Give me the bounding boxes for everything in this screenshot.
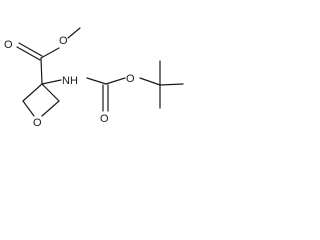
oxetane-ring <box>22 83 60 117</box>
bond-tbutyl-methyl-right <box>159 83 184 86</box>
atom-label-amine-nh: NH <box>62 75 78 87</box>
atom-label-carbamate-carbonyl-o: O <box>100 113 109 125</box>
atom-label-ester-ether-o: O <box>59 35 68 47</box>
bond-ring-c4-c3 <box>22 83 43 102</box>
bond-carbonyl-c-to-ether-o <box>105 77 126 85</box>
bond-carbonyl-o-double-a <box>16 46 41 61</box>
chemical-structure: O O NH O O O <box>4 27 184 129</box>
bond-carbonyl-o-double-b <box>18 42 43 57</box>
atom-label-oxetane-o: O <box>33 117 42 129</box>
methyl-ester-group <box>16 27 81 85</box>
atom-label-ester-carbonyl-o: O <box>4 39 13 51</box>
bond-ether-o-to-methyl <box>67 27 81 39</box>
bond-ether-o-to-tbutyl-c <box>139 77 161 86</box>
bond-quaternary-c-to-n <box>41 79 62 85</box>
structure-canvas: O O NH O O O <box>0 0 220 160</box>
bond-ring-c3-c2 <box>41 83 60 102</box>
atom-label-carbamate-ether-o: O <box>126 73 135 85</box>
bond-n-to-carbonyl-c <box>86 77 107 85</box>
bond-ester-to-ether-o <box>40 47 60 59</box>
bond-ring-c2-o <box>41 100 60 117</box>
boc-carbamate-group <box>41 60 184 112</box>
bond-ester-to-quaternary-c <box>40 57 43 85</box>
bond-ring-o-c4 <box>22 100 35 117</box>
